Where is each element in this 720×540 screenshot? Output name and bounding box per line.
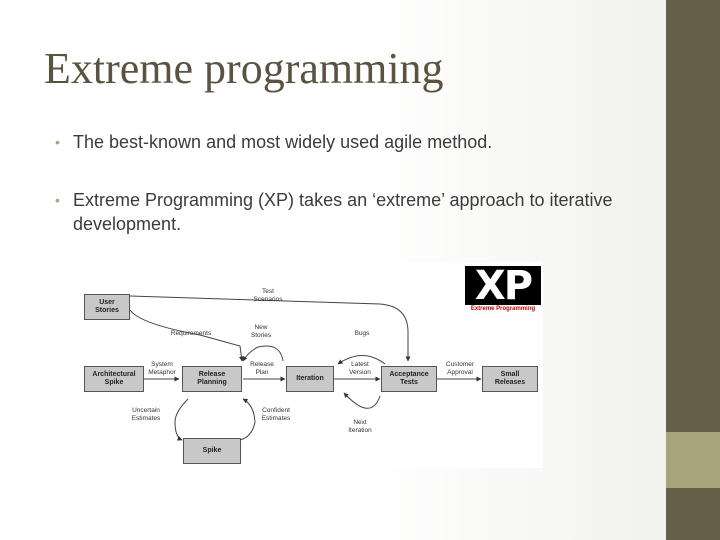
arrow-requirements	[129, 309, 244, 362]
xp-logo-caption: Extreme Programming	[465, 305, 541, 314]
label-next-iteration: Next Iteration	[348, 419, 372, 434]
bullet-item: • The best-known and most widely used ag…	[55, 130, 615, 154]
label-confident-estimates: Confident Estimates	[261, 407, 291, 422]
arrow-uncertain-estimates	[174, 398, 189, 441]
box-small-releases: Small Releases	[482, 366, 538, 392]
box-acceptance-tests: Acceptance Tests	[381, 366, 437, 392]
box-spike: Spike	[183, 438, 241, 464]
label-uncertain-estimates: Uncertain Estimates	[131, 407, 161, 422]
diagram-connectors	[129, 295, 482, 441]
arrow-next-iteration	[343, 392, 381, 409]
side-bar-accent	[666, 432, 720, 488]
bullet-marker-icon: •	[55, 192, 60, 208]
bullet-text: The best-known and most widely used agil…	[73, 132, 493, 152]
slide-title: Extreme programming	[44, 44, 444, 93]
label-customer-approval: Customer Approval	[445, 361, 475, 376]
box-user-stories: User Stories	[84, 294, 130, 320]
arrow-bugs	[337, 355, 386, 365]
label-latest-version: Latest Version	[349, 361, 371, 376]
label-release-plan: Release Plan	[250, 361, 274, 376]
box-iteration: Iteration	[286, 366, 334, 392]
bullet-item: • Extreme Programming (XP) takes an ‘ext…	[55, 188, 615, 236]
label-requirements: Requirements	[170, 330, 212, 337]
box-architectural-spike: Architectural Spike	[84, 366, 144, 392]
arrow-confident-estimates	[239, 398, 256, 441]
bullet-text: Extreme Programming (XP) takes an ‘extre…	[73, 190, 613, 234]
label-test-scenarios: Test Scenarios	[253, 288, 283, 303]
box-release-planning: Release Planning	[182, 366, 242, 392]
xp-logo-letters: XP	[474, 266, 533, 309]
bullet-marker-icon: •	[55, 134, 60, 150]
label-system-metaphor: System Metaphor	[148, 361, 176, 376]
bullet-list: • The best-known and most widely used ag…	[55, 130, 615, 236]
xp-logo: XP Extreme Programming	[465, 266, 541, 314]
xp-process-diagram: User Stories Architectural Spike Release…	[80, 262, 543, 468]
arrow-test-scenarios	[129, 295, 411, 362]
arrow-new-stories	[242, 345, 284, 362]
label-bugs: Bugs	[354, 330, 370, 337]
label-new-stories: New Stories	[250, 324, 272, 339]
